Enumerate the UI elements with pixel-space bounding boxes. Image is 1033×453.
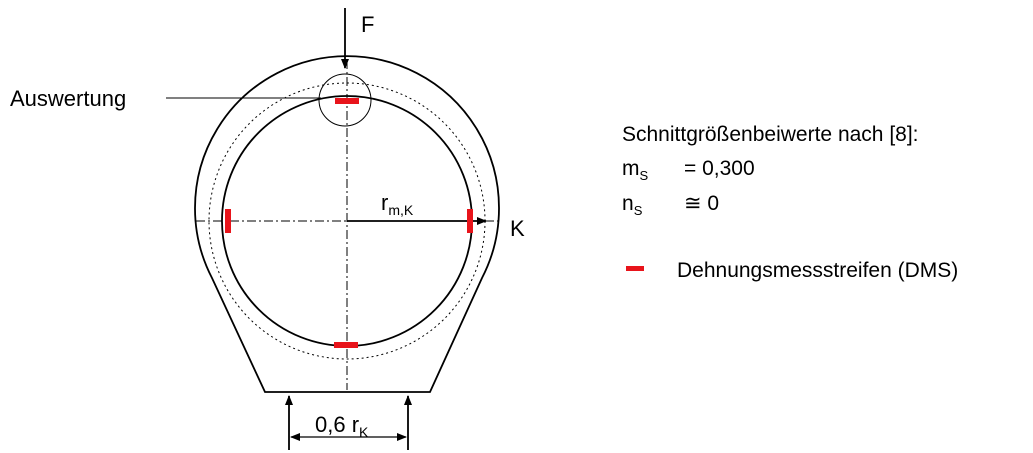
radius-symbol: r	[381, 190, 389, 215]
radius-subscript: m,K	[388, 202, 414, 218]
coefficient-value-ms: = 0,300	[684, 157, 755, 180]
k-label: K	[510, 216, 525, 241]
strain-gauge-left	[225, 209, 231, 233]
evaluation-detail-circle	[318, 73, 372, 127]
coefficient-symbol-ms: mS	[622, 157, 648, 182]
ring-outer-contour	[194, 55, 500, 393]
radius-label: rm,K	[381, 190, 413, 218]
red-bar-icon	[626, 266, 644, 271]
ms-subscript: S	[639, 168, 649, 183]
ns-symbol: n	[622, 192, 634, 215]
force-label: F	[361, 12, 375, 37]
legend-label: Dehnungsmessstreifen (DMS)	[677, 259, 959, 282]
strain-gauge-bottom	[334, 342, 358, 348]
strain-gauge-right	[467, 209, 473, 233]
width-label: 0,6 rK	[315, 412, 368, 440]
ms-symbol: m	[622, 157, 640, 180]
width-symbol: 0,6 r	[315, 412, 360, 437]
coefficient-symbol-ns: nS	[622, 192, 642, 217]
evaluation-label: Auswertung	[10, 86, 127, 111]
coefficients-heading: Schnittgrößenbeiwerte nach [8]:	[622, 123, 919, 146]
width-subscript: K	[359, 424, 369, 440]
ns-subscript: S	[633, 203, 643, 218]
strain-gauge-top	[335, 98, 359, 104]
coefficient-value-ns: ≅ 0	[684, 192, 720, 215]
